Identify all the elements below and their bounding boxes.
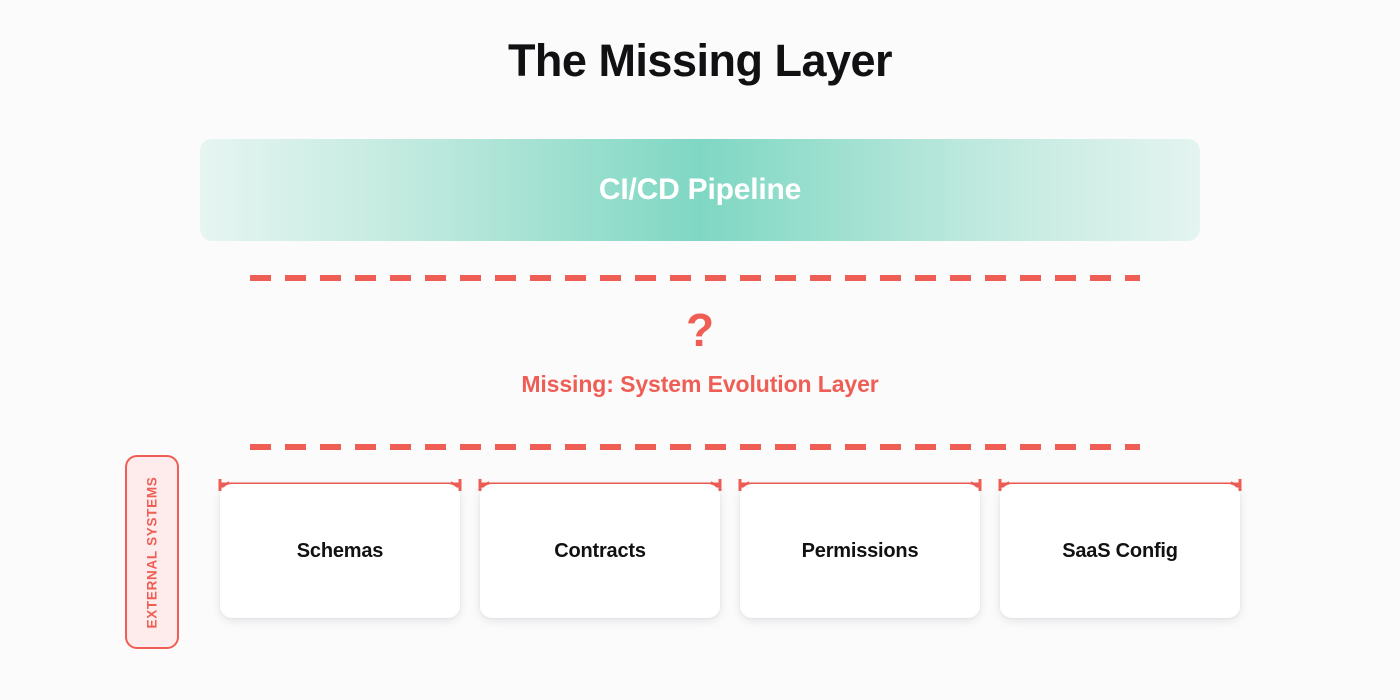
card-slot: Contracts xyxy=(478,478,722,618)
system-card-label: SaaS Config xyxy=(1062,539,1178,562)
system-card[interactable]: Contracts xyxy=(480,484,720,618)
external-systems-badge: EXTERNAL SYSTEMS xyxy=(125,455,179,649)
system-card-label: Schemas xyxy=(296,539,384,562)
cicd-pipeline-label: CI/CD Pipeline xyxy=(598,173,802,206)
card-slot: Schemas xyxy=(218,478,462,618)
system-card[interactable]: SaaS Config xyxy=(1000,484,1240,618)
system-card-label: Permissions xyxy=(801,539,919,562)
external-systems-card-row: Schemas Contracts xyxy=(218,478,1242,618)
system-card[interactable]: Schemas xyxy=(220,484,460,618)
page-title: The Missing Layer xyxy=(507,35,893,86)
cicd-pipeline-banner: CI/CD Pipeline xyxy=(200,139,1200,241)
missing-layer-label: Missing: System Evolution Layer xyxy=(521,371,879,397)
dashed-separator-top xyxy=(250,275,1140,281)
dashed-separator-bottom xyxy=(250,444,1140,450)
card-slot: SaaS Config xyxy=(998,478,1242,618)
question-mark-icon: ? xyxy=(685,304,715,356)
system-card[interactable]: Permissions xyxy=(740,484,980,618)
external-systems-label: EXTERNAL SYSTEMS xyxy=(144,476,160,628)
system-card-label: Contracts xyxy=(554,539,646,562)
card-slot: Permissions xyxy=(738,478,982,618)
